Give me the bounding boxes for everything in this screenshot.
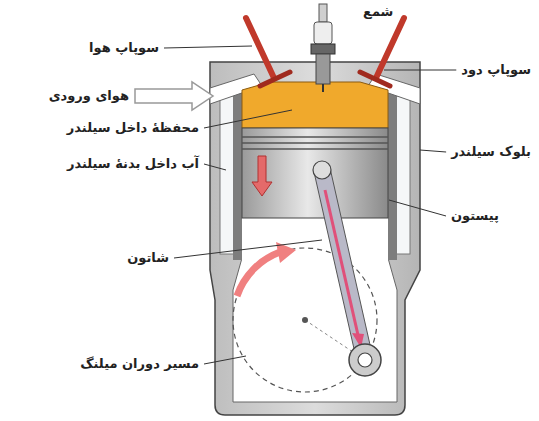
part-label: هوای ورودی (48, 88, 130, 104)
part-label: مسیر دوران میلنگ (79, 356, 200, 372)
leader-line (384, 70, 456, 71)
part-label: سوپاپ هوا (88, 40, 160, 56)
cylinder-wall (388, 82, 397, 260)
leader-line (174, 240, 322, 258)
intake-valve (246, 18, 274, 78)
rotation-arrow (237, 252, 280, 296)
leader-line (204, 164, 226, 170)
spark-plug (311, 4, 335, 92)
crankcase (233, 258, 397, 402)
connecting-rod (314, 168, 373, 362)
leader-line (420, 150, 446, 152)
leader-line (204, 110, 292, 128)
exhaust-valve-head (360, 72, 390, 86)
piston (242, 128, 388, 218)
crank-pin (349, 344, 381, 376)
intake-valve-head (260, 72, 290, 86)
piston-motion-arrow (252, 156, 272, 196)
part-label: بلوک سیلندر (450, 144, 532, 160)
part-label: آب داخل بدنهٔ سیلندر (66, 156, 200, 172)
rod-arrow (325, 190, 358, 335)
part-label: محفظهٔ داخل سیلندر (66, 120, 200, 136)
cylinder-block (210, 62, 420, 415)
leader-line (389, 200, 446, 216)
bore (242, 128, 388, 260)
leader-line (164, 46, 252, 48)
part-label: پیستون (450, 208, 500, 224)
part-label: شمع (362, 4, 394, 20)
part-label: شاتون (126, 250, 170, 266)
leader-line (204, 356, 246, 364)
intake-air-arrow (135, 82, 213, 110)
part-label: سوپاپ دود (460, 62, 532, 78)
cylinder-wall (233, 82, 242, 260)
combustion-chamber (242, 82, 388, 128)
exhaust-valve (376, 18, 404, 78)
piston-pin (313, 161, 331, 179)
